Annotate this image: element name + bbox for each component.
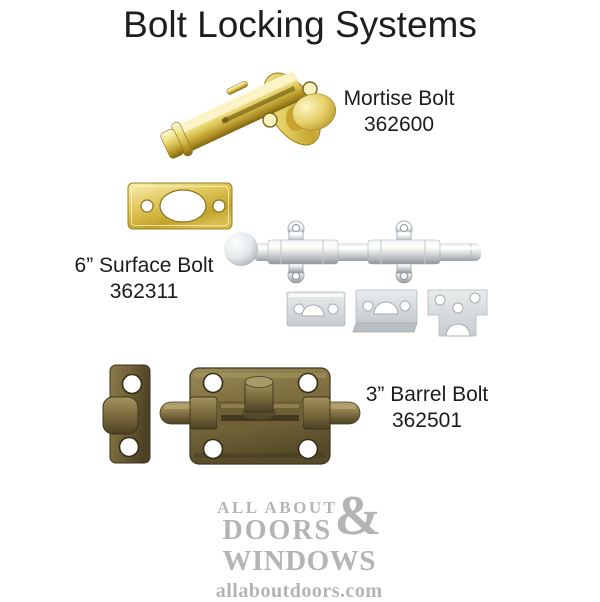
barrel-bolt-knob [242, 376, 276, 420]
company-logo: ALL ABOUT DOORS & WINDOWS allaboutdoors.… [215, 485, 383, 602]
surface-strike-plate-rabbet [352, 289, 418, 333]
barrel-bolt-label: 3” Barrel Bolt 362501 [358, 382, 496, 434]
surface-bolt-label: 6” Surface Bolt 362311 [45, 253, 243, 305]
surface-bolt-ball-knob [224, 232, 258, 266]
surface-bolt-image [224, 220, 488, 337]
product-sku: 362600 [363, 113, 435, 136]
logo-website: allaboutdoors.com [215, 580, 383, 602]
mortise-pin [226, 80, 248, 95]
product-name: Mortise Bolt [343, 87, 455, 110]
page-title: Bolt Locking Systems [123, 4, 477, 45]
mortise-bolt-label: Mortise Bolt 362600 [330, 86, 468, 138]
flange-screw-hole [262, 112, 278, 128]
barrel-bolt-image [102, 364, 361, 465]
surface-strike-plate-flat [286, 291, 346, 327]
logo-line-all-about: ALL ABOUT [217, 498, 338, 517]
logo-line-doors: DOORS [222, 515, 333, 546]
logo-line-windows: WINDOWS [222, 545, 376, 577]
surface-strike-plate-angle [427, 289, 488, 337]
product-name: 3” Barrel Bolt [365, 383, 489, 406]
ear-screw-holes [292, 224, 408, 280]
surface-bolt-guides [267, 239, 441, 265]
product-name: 6” Surface Bolt [74, 254, 214, 277]
logo-ampersand: & [334, 485, 382, 547]
mortise-knob [286, 93, 337, 131]
product-sku: 362311 [109, 280, 179, 303]
barrel-bolt-keeper [102, 364, 151, 464]
mortise-bolt-image [127, 70, 337, 230]
mortise-bolt-body [160, 70, 306, 159]
mortise-strike-plate [127, 182, 233, 230]
product-sku: 362501 [391, 409, 463, 432]
